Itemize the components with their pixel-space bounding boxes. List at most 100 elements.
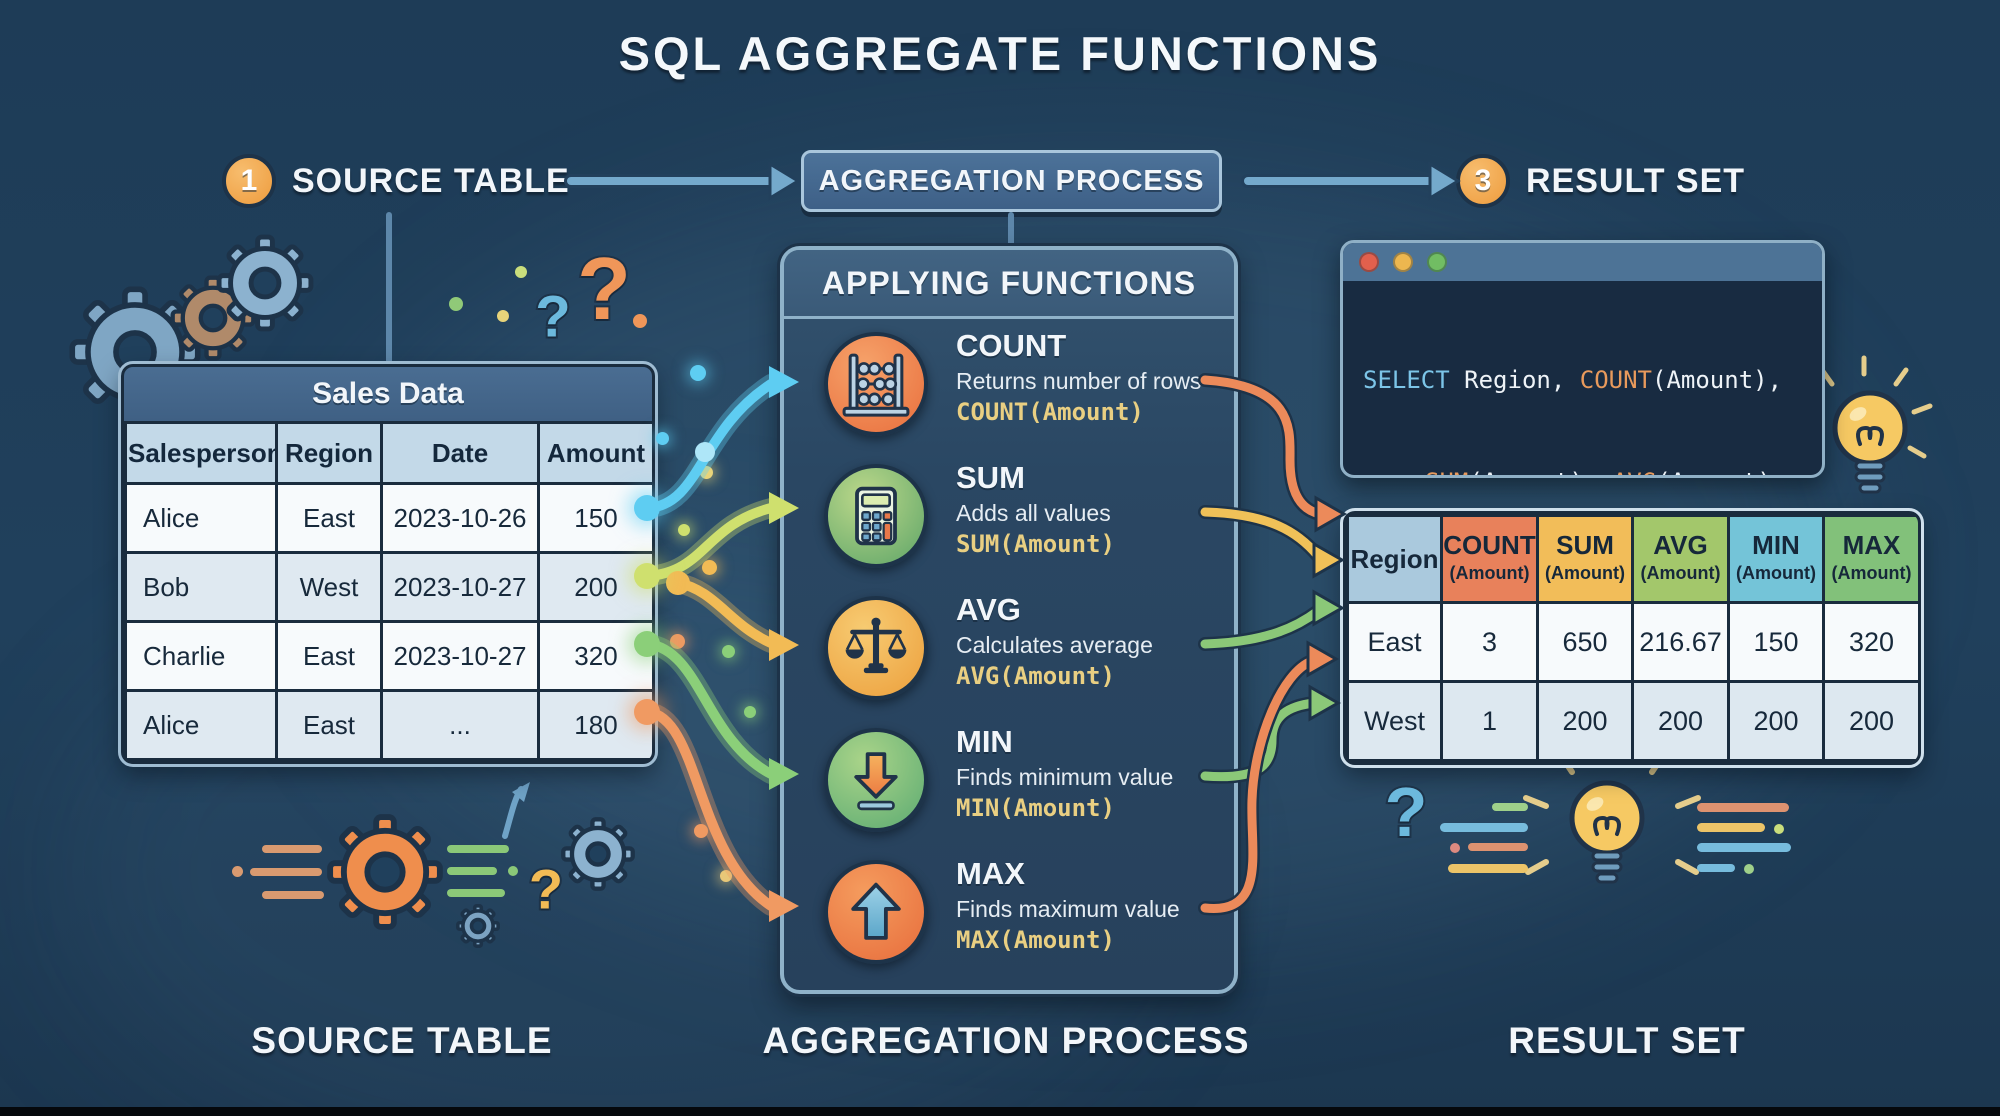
arrow-up-icon — [824, 860, 928, 964]
function-code: MAX(Amount) — [956, 926, 1115, 954]
row-connector-dot — [634, 563, 660, 589]
sql-line: SUM(Amount), AVG(Amount), — [1363, 465, 1802, 475]
function-code: MIN(Amount) — [956, 794, 1115, 822]
glow-dot — [690, 365, 706, 381]
function-name: SUM — [956, 460, 1025, 495]
glow-dot — [720, 870, 732, 882]
functions-panel: APPLYING FUNCTIONS COUNT Returns number … — [780, 246, 1238, 994]
function-item-max: MAX Finds maximum value MAX(Amount) — [824, 856, 1214, 968]
flow-arrow — [564, 161, 801, 201]
column-header-region: Region — [1346, 514, 1443, 604]
speed-line — [1697, 803, 1789, 812]
speed-line — [1697, 864, 1735, 872]
question-mark-icon: ? — [533, 283, 572, 352]
decor-dot — [515, 266, 527, 278]
bottom-edge-bar — [0, 1107, 2000, 1116]
glow-dot — [702, 560, 717, 575]
step-number-badge-1: 1 — [222, 154, 276, 208]
decor-dot — [1450, 843, 1460, 853]
table-row: Bob West 2023-10-27 200 — [124, 551, 652, 623]
column-header-max: MAX(Amount) — [1822, 514, 1918, 604]
sql-query: SELECT Region, COUNT(Amount), SUM(Amount… — [1343, 281, 1822, 475]
function-code: AVG(Amount) — [956, 662, 1115, 690]
gear-icon — [173, 278, 254, 359]
decor-dot — [633, 314, 647, 328]
function-code: COUNT(Amount) — [956, 398, 1144, 426]
function-item-min: MIN Finds minimum value MIN(Amount) — [824, 724, 1214, 836]
connector-line — [386, 212, 392, 364]
curved-arrow-icon — [502, 782, 530, 839]
column-header: Region — [275, 421, 383, 485]
glow-dot — [694, 824, 708, 838]
flow-arrow — [1241, 161, 1461, 201]
question-mark-icon: ? — [575, 237, 633, 340]
window-dot-red-icon — [1359, 252, 1379, 272]
speed-line — [1468, 843, 1528, 851]
window-dot-yellow-icon — [1393, 252, 1413, 272]
glow-dot — [722, 645, 735, 658]
footer-label-source-table: SOURCE TABLE — [251, 1020, 553, 1061]
function-name: MAX — [956, 856, 1025, 891]
row-to-function-links — [638, 374, 781, 916]
table-header-row: Region COUNT(Amount) SUM(Amount) AVG(Amo… — [1346, 514, 1918, 604]
function-item-count: COUNT Returns number of rows COUNT(Amoun… — [824, 328, 1214, 440]
column-header-count: COUNT(Amount) — [1440, 514, 1539, 604]
sql-line: SELECT Region, COUNT(Amount), — [1363, 366, 1783, 394]
glow-dot — [656, 432, 669, 445]
decor-dot — [497, 310, 509, 322]
column-header: Salesperson — [124, 421, 278, 485]
speed-line — [447, 867, 497, 875]
window-titlebar — [1343, 243, 1822, 281]
function-code: SUM(Amount) — [956, 530, 1115, 558]
column-header: Date — [380, 421, 540, 485]
functions-panel-title: APPLYING FUNCTIONS — [784, 250, 1234, 319]
decor-dot — [232, 866, 243, 877]
sql-code-window: SELECT Region, COUNT(Amount), SUM(Amount… — [1340, 240, 1825, 478]
table-row: East 3 650 216.67 150 320 — [1346, 601, 1918, 683]
connector-line — [1008, 212, 1014, 248]
function-name: AVG — [956, 592, 1021, 627]
source-table: Sales Data Salesperson Region Date Amoun… — [118, 361, 658, 767]
decor-dot — [449, 297, 463, 311]
column-header: Amount — [537, 421, 652, 485]
result-arrowheads — [1306, 495, 1348, 722]
function-name: COUNT — [956, 328, 1067, 363]
table-header-row: Salesperson Region Date Amount — [124, 421, 652, 485]
gear-icon — [219, 237, 311, 329]
result-table: Region COUNT(Amount) SUM(Amount) AVG(Amo… — [1340, 508, 1924, 768]
lightbulb-icon-small — [1835, 393, 1905, 492]
row-connector-dot — [634, 495, 660, 521]
footer-label-result-set: RESULT SET — [1508, 1020, 1746, 1061]
glow-dot — [678, 524, 690, 536]
speed-line — [250, 868, 322, 876]
speed-line — [447, 845, 509, 853]
function-description: Finds maximum value — [956, 896, 1180, 922]
decor-dot — [1744, 864, 1754, 874]
row-connector-dot — [634, 699, 660, 725]
function-description: Calculates average — [956, 632, 1153, 658]
speed-line — [1448, 864, 1528, 873]
function-description: Adds all values — [956, 500, 1111, 526]
row-connector-dot — [634, 631, 660, 657]
function-name: MIN — [956, 724, 1013, 759]
decor-dot — [1774, 824, 1784, 834]
step-label-result-set: RESULT SET — [1526, 162, 1746, 200]
speed-line — [1697, 843, 1791, 852]
source-table-title: Sales Data — [124, 367, 652, 421]
calculator-icon — [824, 464, 928, 568]
step-label-source-table: SOURCE TABLE — [292, 162, 570, 200]
function-description: Returns number of rows — [956, 368, 1202, 394]
speed-line — [447, 889, 505, 897]
glow-dot — [670, 634, 685, 649]
function-item-avg: AVG Calculates average AVG(Amount) — [824, 592, 1214, 704]
question-mark-icon: ? — [1383, 771, 1430, 853]
footer-label-aggregation-process: AGGREGATION PROCESS — [762, 1020, 1250, 1061]
question-mark-icon: ? — [527, 856, 565, 923]
balance-scale-icon — [824, 596, 928, 700]
glow-dot — [700, 466, 713, 479]
function-item-sum: SUM Adds all values SUM(Amount) — [824, 460, 1214, 572]
glow-dot — [744, 706, 756, 718]
gear-icon — [330, 817, 440, 927]
speed-line — [1440, 823, 1528, 832]
